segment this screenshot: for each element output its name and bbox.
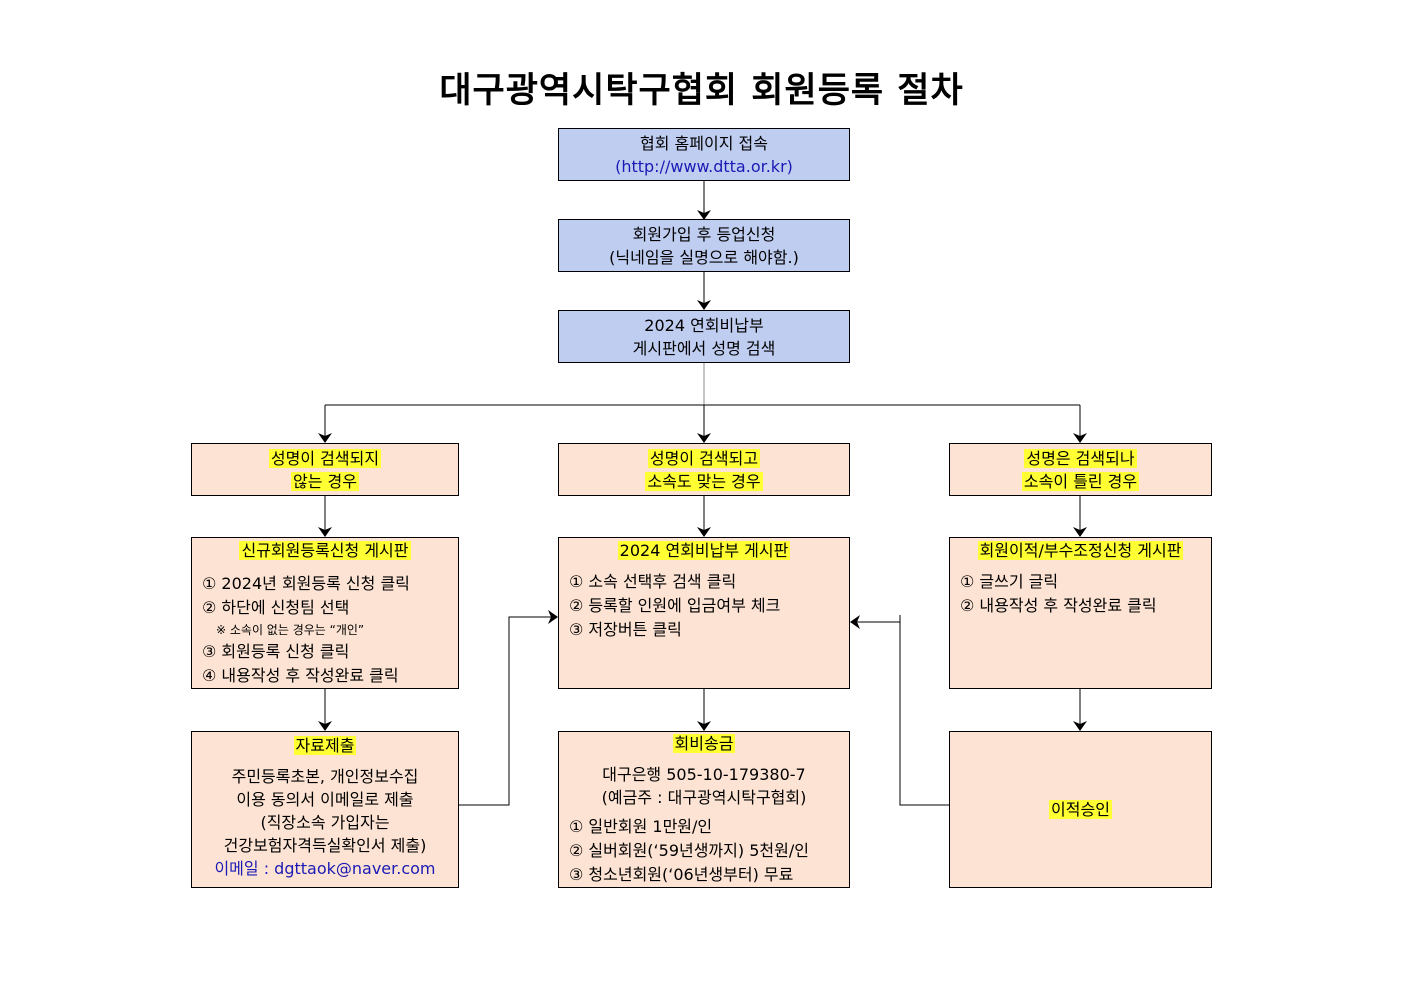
board-new-member-item-4: ④ 내용작성 후 작성완료 클릭: [202, 666, 399, 685]
board-new-member-item-1: ① 2024년 회원등록 신청 클릭: [202, 574, 410, 593]
board-new-member-header: 신규회원등록신청 게시판: [239, 541, 411, 560]
page-title: 대구광역시탁구협회 회원등록 절차: [439, 71, 964, 111]
case-not-found: 성명이 검색되지 않는 경우: [191, 443, 459, 496]
board-new-member-item-3: ③ 회원등록 신청 클릭: [202, 642, 350, 661]
case-found-match: 성명이 검색되고 소속도 맞는 경우: [558, 443, 850, 496]
step-homepage-title: 협회 홈페이지 접속: [640, 133, 768, 153]
board-annual-fee-item-3: ③ 저장버튼 클릭: [569, 620, 682, 639]
document-submission: 자료제출 주민등록초본, 개인정보수집 이용 동의서 이메일로 제출 (직장소속…: [191, 731, 459, 888]
step-search-name: 2024 연회비납부 게시판에서 성명 검색: [558, 310, 850, 363]
board-annual-fee-item-2: ② 등록할 인원에 입금여부 체크: [569, 596, 781, 615]
payment-account-holder: (예금주 : 대구광역시탁구협회): [601, 788, 807, 807]
board-new-member: 신규회원등록신청 게시판 ① 2024년 회원등록 신청 클릭 ② 하단에 신청…: [191, 537, 459, 689]
transfer-approval: 이적승인: [949, 731, 1212, 888]
fee-payment-header: 회비송금: [672, 734, 736, 753]
payment-bank-account: 대구은행 505-10-179380-7: [602, 765, 806, 784]
case-found-mismatch: 성명은 검색되나 소속이 틀린 경우: [949, 443, 1212, 496]
document-submission-header: 자료제출: [293, 736, 357, 755]
board-annual-fee: 2024 연회비납부 게시판 ① 소속 선택후 검색 클릭 ② 등록할 인원에 …: [558, 537, 850, 689]
step-signup-title: 회원가입 후 등업신청: [632, 224, 776, 244]
board-transfer-item-1: ① 글쓰기 글릭: [960, 572, 1059, 591]
case-found-match-line2: 소속도 맞는 경우: [645, 471, 763, 491]
case-found-mismatch-line1: 성명은 검색되나: [1024, 448, 1137, 468]
board-new-member-item-2: ② 하단에 신청팀 선택: [202, 598, 350, 617]
arrow-approval-to-board-mid: [850, 615, 949, 806]
board-annual-fee-item-1: ① 소속 선택후 검색 클릭: [569, 572, 737, 591]
case-found-mismatch-line2: 소속이 틀린 경우: [1021, 471, 1140, 491]
fee-payment: 회비송금 대구은행 505-10-179380-7 (예금주 : 대구광역시탁구…: [558, 731, 850, 888]
payment-fee-1: ① 일반회원 1만원/인: [569, 817, 713, 836]
step-signup: 회원가입 후 등업신청 (닉네임을 실명으로 해야함.): [558, 219, 850, 272]
step-search-title: 2024 연회비납부: [644, 315, 764, 335]
step-signup-note: (닉네임을 실명으로 해야함.): [609, 247, 799, 267]
transfer-approval-label: 이적승인: [1049, 800, 1112, 819]
board-transfer-header: 회원이적/부수조정신청 게시판: [977, 541, 1184, 560]
submission-line-2: 이용 동의서 이메일로 제출: [236, 790, 414, 809]
payment-fee-2: ② 실버회원(‘59년생까지) 5천원/인: [569, 841, 809, 860]
board-transfer: 회원이적/부수조정신청 게시판 ① 글쓰기 글릭 ② 내용작성 후 작성완료 클…: [949, 537, 1212, 689]
board-new-member-note: ※ 소속이 없는 경우는 “개인”: [216, 623, 365, 637]
submission-line-1: 주민등록초본, 개인정보수집: [231, 767, 419, 786]
case-not-found-line2: 않는 경우: [291, 471, 359, 491]
submission-email-link[interactable]: 이메일 : dgttaok@naver.com: [214, 859, 436, 878]
step-search-desc: 게시판에서 성명 검색: [632, 338, 776, 358]
case-found-match-line1: 성명이 검색되고: [647, 448, 761, 468]
step-homepage-access: 협회 홈페이지 접속 (http://www.dtta.or.kr): [558, 128, 850, 181]
submission-line-4: 건강보험자격득실확인서 제출): [223, 836, 427, 855]
arrow-submit-to-board-mid: [459, 610, 558, 806]
submission-line-3: (직장소속 가입자는: [260, 813, 390, 832]
homepage-url-link[interactable]: (http://www.dtta.or.kr): [615, 156, 793, 176]
board-annual-fee-header: 2024 연회비납부 게시판: [617, 541, 791, 560]
board-transfer-item-2: ② 내용작성 후 작성완료 클릭: [960, 596, 1157, 615]
case-not-found-line1: 성명이 검색되지: [268, 448, 382, 468]
payment-fee-3: ③ 청소년회원(‘06년생부터) 무료: [569, 865, 794, 884]
